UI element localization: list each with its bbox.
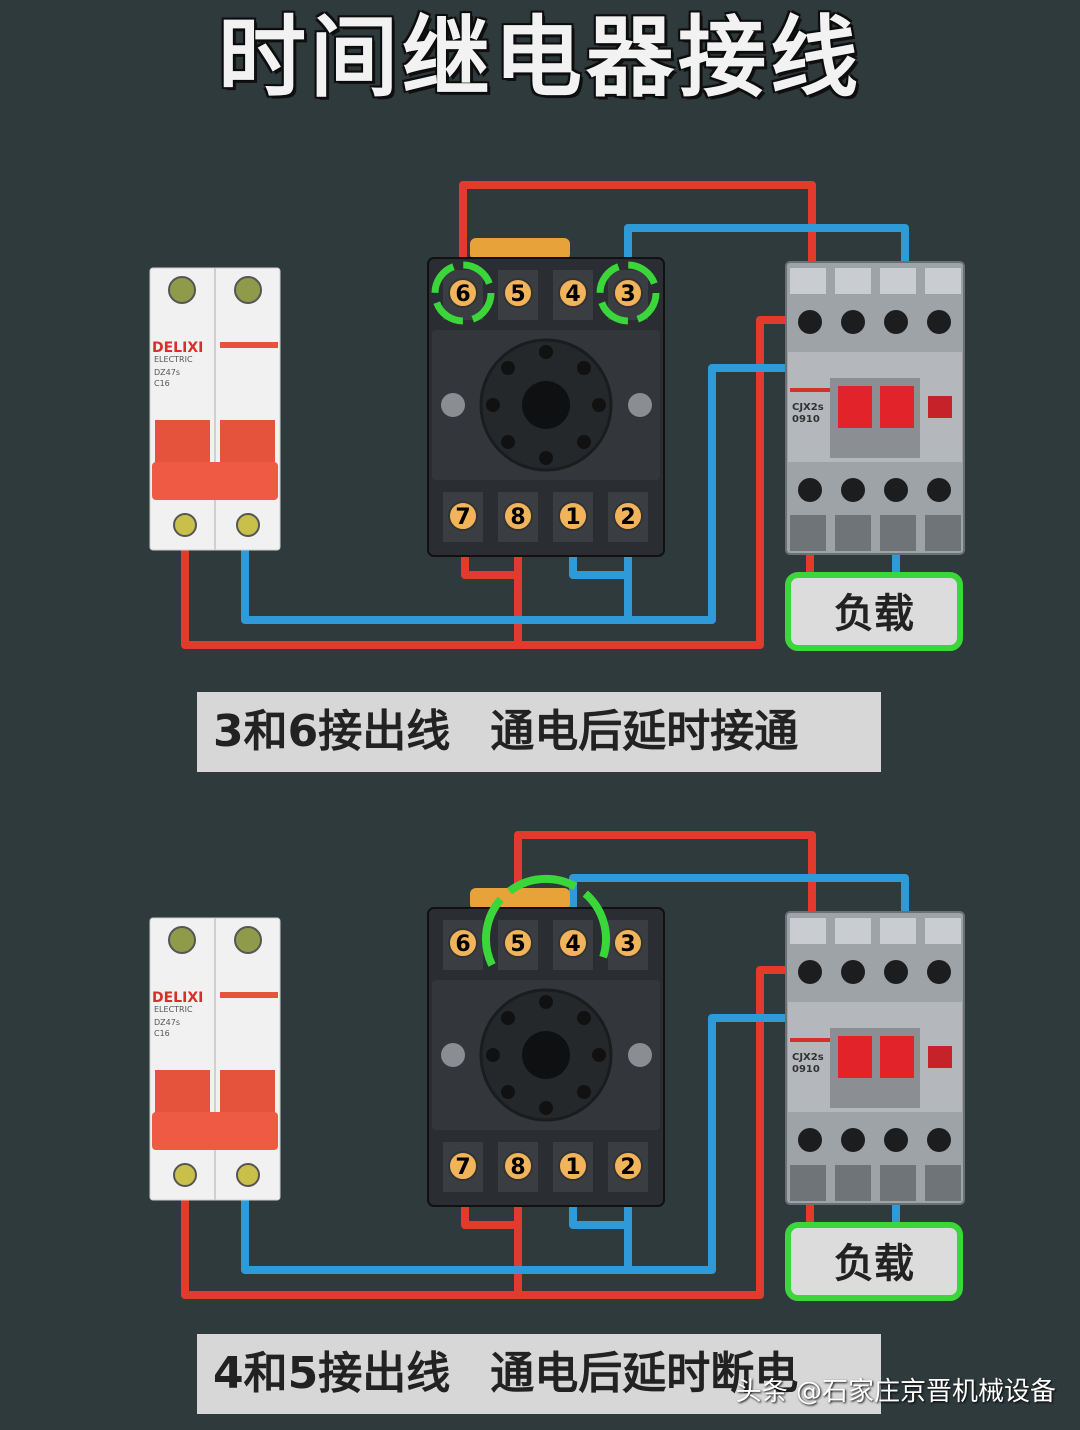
pin-label: 6	[455, 932, 470, 957]
breaker-model: DZ47s	[154, 368, 180, 377]
contactor-model: CJX2s	[792, 1052, 824, 1063]
pin-label: 2	[620, 505, 635, 530]
contactor-code: 0910	[792, 414, 820, 425]
wire-red-pin-6	[459, 181, 816, 292]
terminal-screw-icon	[236, 1163, 260, 1187]
pin-label: 8	[510, 505, 525, 530]
relay-bottom-pins-2: 7 8 1 2	[443, 1142, 648, 1192]
pin-label: 7	[455, 505, 470, 530]
contactor-2: CJX2s 0910	[785, 911, 965, 1205]
pin-label: 1	[565, 505, 580, 530]
watermark: 头条 @石家庄京晋机械设备	[735, 1377, 1056, 1407]
diagram-2: DELIXI ELECTRIC DZ47s C16	[149, 831, 965, 1301]
contactor-1: CJX2s 0910	[785, 261, 965, 555]
breaker-model: DZ47s	[154, 1018, 180, 1027]
contactor-model: CJX2s	[792, 402, 824, 413]
pin-label: 4	[565, 282, 580, 307]
terminal-screw-icon	[168, 926, 196, 954]
terminal-screw-icon	[168, 276, 196, 304]
time-relay-base-2: 6 5 4 3 7 8 1 2	[427, 874, 665, 1207]
pin-label: 5	[510, 282, 525, 307]
terminal-screw-icon	[236, 513, 260, 537]
breaker-handle	[152, 462, 278, 500]
pin-label: 5	[510, 932, 525, 957]
terminal-screw-icon	[234, 926, 262, 954]
breaker-brand: DELIXI	[152, 340, 203, 356]
caption-2: 4和5接出线通电后延时断电	[197, 1334, 881, 1414]
pin-label: 6	[455, 282, 470, 307]
wire-red-breaker-l	[181, 316, 808, 649]
circuit-breaker-2: DELIXI ELECTRIC DZ47s C16	[149, 917, 281, 1201]
highlight-ring-pin-3	[596, 261, 660, 325]
page-title: 时间继电器接线	[217, 6, 862, 109]
time-relay-base-1: 6 5 4 3 7 8 1 2	[427, 238, 665, 557]
terminal-screw-icon	[234, 276, 262, 304]
caption-1-right: 通电后延时接通	[490, 706, 799, 757]
contactor-code: 0910	[792, 1064, 820, 1075]
pin-label: 1	[565, 1155, 580, 1180]
caption-2-right: 通电后延时断电	[490, 1348, 799, 1399]
pin-label: 2	[620, 1155, 635, 1180]
highlight-arc-pins-5-4	[482, 874, 610, 967]
caption-2-left: 4和5接出线	[213, 1348, 451, 1399]
breaker-sub: ELECTRIC	[154, 355, 193, 364]
pin-label: 7	[455, 1155, 470, 1180]
breaker-sub: ELECTRIC	[154, 1005, 193, 1014]
pin-label: 8	[510, 1155, 525, 1180]
highlight-ring-pin-6	[431, 261, 495, 325]
diagram-1: DELIXI ELECTRIC DZ47s C16	[149, 181, 965, 651]
terminal-screw-icon	[173, 1163, 197, 1187]
relay-bottom-pins-1: 7 8 1 2	[443, 492, 648, 542]
terminal-screw-icon	[173, 513, 197, 537]
circuit-breaker-1: DELIXI ELECTRIC DZ47s C16	[149, 267, 281, 551]
load-box-1: 负载	[785, 572, 963, 651]
pin-label: 3	[620, 932, 635, 957]
contactor-actuator	[838, 1036, 872, 1078]
contactor-actuator	[838, 386, 872, 428]
load-label: 负载	[834, 1241, 914, 1287]
pin-label: 3	[620, 282, 635, 307]
pin-label: 4	[565, 932, 580, 957]
breaker-brand: DELIXI	[152, 990, 203, 1006]
caption-1-left: 3和6接出线	[213, 706, 451, 757]
load-label: 负载	[834, 591, 914, 637]
wire-red-breaker-l	[181, 966, 808, 1299]
relay-top-pins-2: 6 5 4 3	[443, 920, 648, 970]
caption-1: 3和6接出线通电后延时接通	[197, 692, 881, 772]
relay-top-pins-1: 6 5 4 3	[443, 270, 648, 320]
breaker-rating: C16	[154, 1029, 170, 1038]
load-box-2: 负载	[785, 1222, 963, 1301]
breaker-handle	[152, 1112, 278, 1150]
breaker-rating: C16	[154, 379, 170, 388]
